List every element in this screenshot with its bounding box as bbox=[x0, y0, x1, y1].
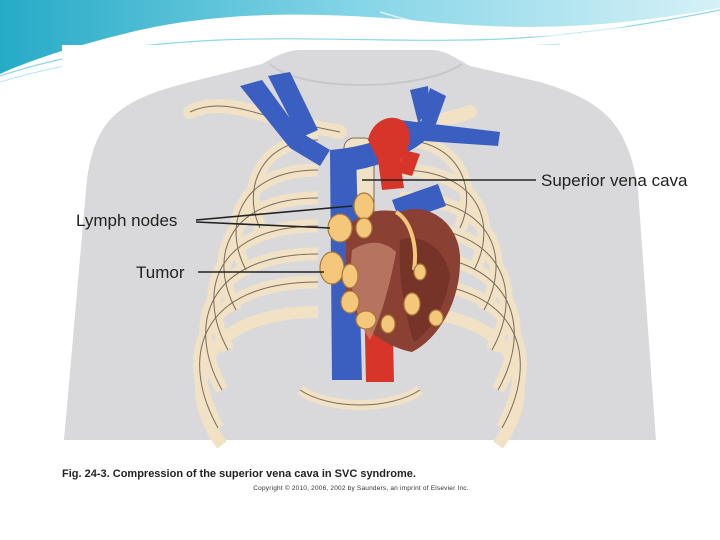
figure-caption-text: Compression of the superior vena cava in… bbox=[112, 468, 416, 480]
lymph-nodes-label: Lymph nodes bbox=[76, 211, 178, 230]
superior-vena-cava-label: Superior vena cava bbox=[541, 171, 688, 190]
leader-lines bbox=[195, 179, 536, 273]
figure-number: Fig. 24-3. bbox=[62, 468, 110, 480]
lymph-nodes bbox=[319, 192, 444, 334]
tumor-label: Tumor bbox=[136, 263, 185, 282]
figure-caption: Fig. 24-3. Compression of the superior v… bbox=[62, 468, 660, 480]
tumor-mass bbox=[319, 251, 345, 285]
ribs-left bbox=[193, 133, 319, 449]
copyright-notice: Copyright © 2010, 2006, 2002 by Saunders… bbox=[253, 485, 469, 492]
